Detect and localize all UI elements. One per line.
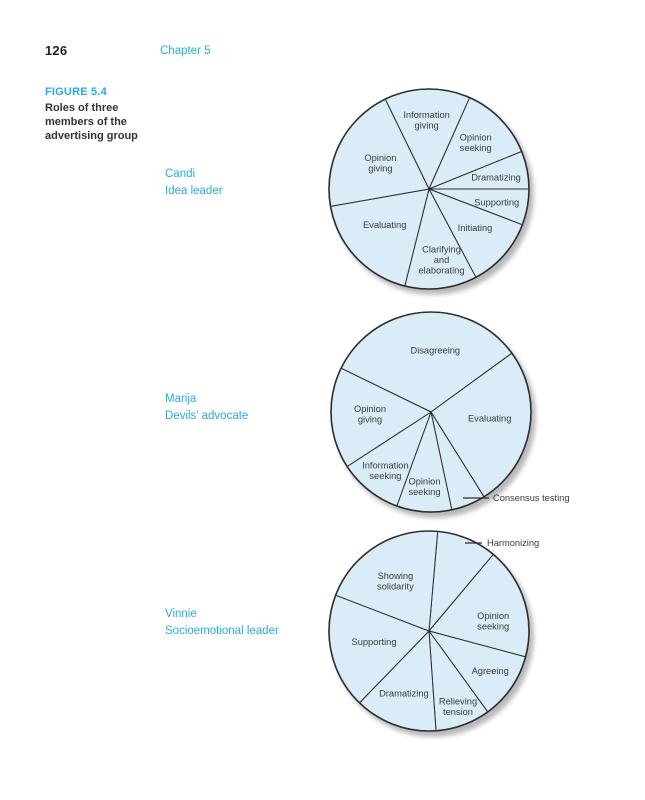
chapter-title: Chapter 5 — [160, 45, 211, 57]
pie-label-line: Dramatizing — [471, 172, 521, 182]
pie-outline — [330, 311, 532, 513]
pie-label-line: Evaluating — [468, 413, 511, 423]
pie-label-line: giving — [414, 121, 438, 131]
page-number: 126 — [45, 43, 68, 58]
pie-label-line: giving — [358, 415, 382, 425]
person-name: Marija — [165, 393, 197, 405]
pie-label-initiating: Initiating — [458, 223, 493, 233]
pie-label-line: Initiating — [458, 223, 493, 233]
person-role: Idea leader — [165, 185, 223, 197]
pie-label-line: Agreeing — [472, 666, 509, 676]
pie-label-line: solidarity — [377, 582, 414, 592]
person-label-candi: Candi Idea leader — [165, 166, 223, 200]
pie-label-dramatizing: Dramatizing — [379, 688, 429, 698]
figure-label: FIGURE 5.4 — [45, 86, 107, 98]
pie-label-line: Supporting — [474, 197, 519, 207]
pie-label-line: Disagreeing — [410, 345, 460, 355]
pie-label-line: Supporting — [352, 637, 397, 647]
pie-label-consensus-testing: Consensus testing — [493, 493, 570, 503]
person-label-marija: Marija Devils’ advocate — [165, 391, 248, 425]
pie-label-line: Opinion — [408, 477, 440, 487]
pie-label-line: giving — [368, 164, 392, 174]
pie-label-line: and — [434, 255, 450, 265]
person-name: Vinnie — [165, 608, 197, 620]
pie-label-evaluating: Evaluating — [468, 413, 511, 423]
pie-label-supporting: Supporting — [352, 637, 397, 647]
pie-label-line: elaborating — [418, 266, 464, 276]
pie-label-line: Clarifying — [422, 245, 461, 255]
person-role: Devils’ advocate — [165, 410, 249, 422]
pie-label-line: Opinion — [460, 132, 492, 142]
pie-chart-marija — [330, 311, 532, 513]
figure-caption: Roles of three members of the advertisin… — [45, 102, 138, 142]
pie-outline — [328, 88, 530, 290]
person-label-vinnie: Vinnie Socioemotional leader — [165, 606, 279, 640]
pie-label-evaluating: Evaluating — [363, 220, 406, 230]
pie-label-line: seeking — [460, 143, 492, 153]
pie-label-line: Relieving — [439, 697, 477, 707]
pie-label-line: seeking — [477, 621, 509, 631]
pie-label-line: seeking — [408, 487, 440, 497]
pie-label-line: Dramatizing — [379, 688, 429, 698]
pie-label-line: Information — [403, 110, 450, 120]
pie-label-harmonizing: Harmonizing — [487, 538, 539, 548]
pie-label-line: Showing — [378, 571, 414, 581]
pie-label-dramatizing: Dramatizing — [471, 172, 521, 182]
pie-label-line: Information — [362, 460, 409, 470]
person-role: Socioemotional leader — [165, 625, 279, 637]
pie-label-line: Opinion — [364, 153, 396, 163]
figure-caption-block: FIGURE 5.4 Roles of three members of the… — [45, 86, 155, 143]
pie-label-disagreeing: Disagreeing — [410, 345, 460, 355]
person-name: Candi — [165, 168, 196, 180]
pie-label-line: tension — [443, 707, 473, 717]
pie-label-line: Evaluating — [363, 220, 406, 230]
pie-label-line: Opinion — [477, 611, 509, 621]
pie-label-line: seeking — [369, 471, 401, 481]
pie-label-supporting: Supporting — [474, 197, 519, 207]
pie-chart-candi — [328, 88, 530, 290]
pie-label-line: Opinion — [354, 404, 386, 414]
pie-outline — [328, 530, 530, 732]
pie-chart-vinnie — [328, 530, 530, 732]
pie-label-agreeing: Agreeing — [472, 666, 509, 676]
